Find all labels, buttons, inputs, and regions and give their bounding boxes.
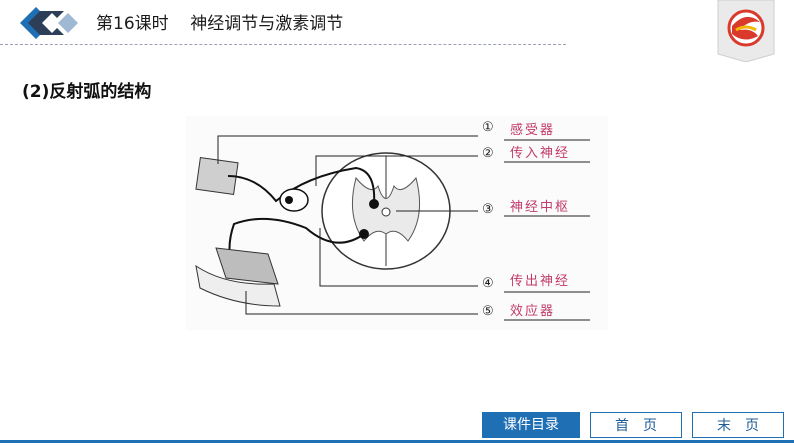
- label-afferent-nerve: 传入神经: [510, 146, 571, 161]
- label-number-2: ②: [482, 146, 496, 161]
- label-number-5: ⑤: [482, 304, 496, 319]
- label-nerve-center: 神经中枢: [510, 200, 571, 215]
- label-efferent-nerve: 传出神经: [510, 274, 571, 289]
- label-receptor: 感受器: [510, 123, 556, 138]
- first-page-button[interactable]: 首 页: [590, 412, 682, 438]
- label-number-4: ④: [482, 276, 496, 291]
- page-title: 第16课时 神经调节与激素调节: [96, 14, 344, 34]
- bottom-bar: [0, 440, 794, 443]
- reflex-arc-drawing: [195, 135, 590, 321]
- brand-logo-icon: [717, 0, 775, 62]
- header: 第16课时 神经调节与激素调节: [0, 0, 794, 62]
- last-page-button[interactable]: 末 页: [692, 412, 784, 438]
- reflex-arc-diagram: ① 感受器 ② 传入神经 ③ 神经中枢 ④ 传出神经 ⑤ 效应器: [186, 116, 608, 330]
- label-number-3: ③: [482, 202, 496, 217]
- section-subheading: (2)反射弧的结构: [22, 82, 152, 102]
- diamond-logo-icon: [20, 7, 78, 39]
- label-number-1: ①: [482, 120, 496, 135]
- label-effector: 效应器: [510, 304, 556, 319]
- toc-button[interactable]: 课件目录: [482, 412, 580, 438]
- header-divider: [0, 44, 566, 45]
